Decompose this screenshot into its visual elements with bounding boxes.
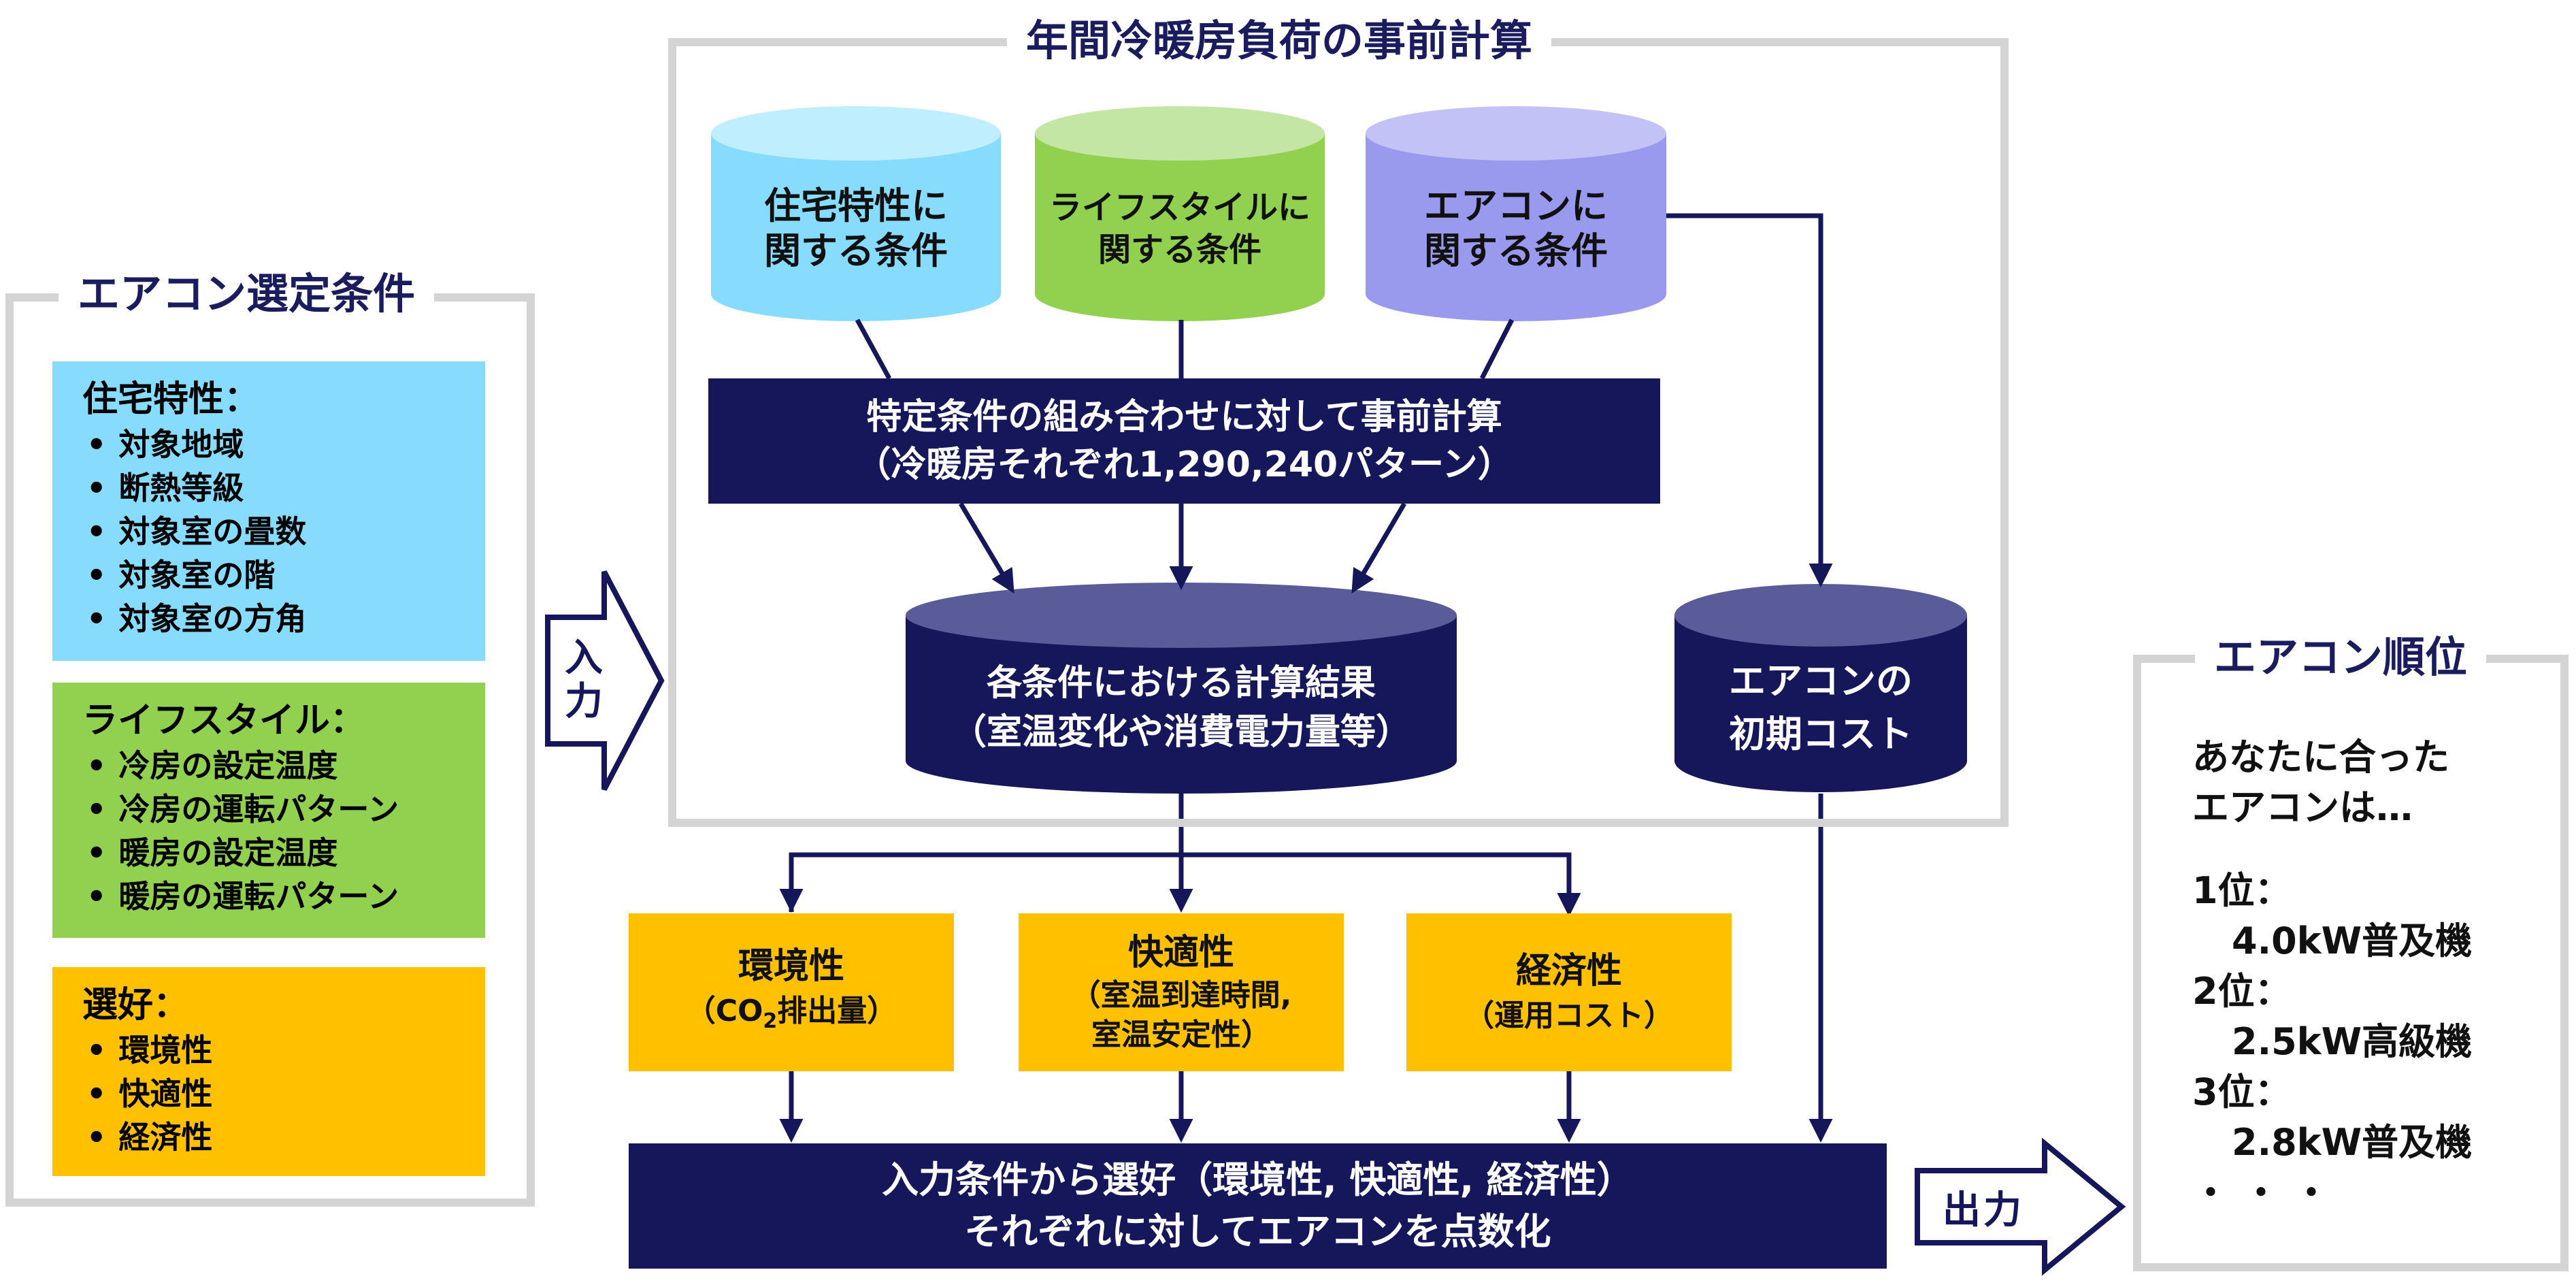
co2-label: （CO2排出量） <box>685 993 897 1033</box>
rank-3-label: 3位： <box>2192 1071 2292 1113</box>
aircon-conditions-label: エアコンに 関する条件 <box>1424 184 1608 272</box>
housing-items: 対象地域 断熱等級 対象室の畳数 対象室の階 対象室の方角 <box>82 423 485 640</box>
initial-cost-label: エアコンの 初期コスト <box>1729 659 1913 755</box>
economy-metric-box: 経済性 （運用コスト） <box>1406 913 1732 1071</box>
ranking-intro-2: エアコンは… <box>2192 786 2413 829</box>
ranking-ellipsis: ・・・ <box>2192 1171 2343 1214</box>
lifestyle-conditions-label: ライフスタイルに 関する条件 <box>1048 189 1310 269</box>
environment-metric-box: 環境性 （CO2排出量） <box>629 913 954 1071</box>
output-block-arrow <box>1915 1137 2126 1276</box>
list-item: 断熱等級 <box>82 466 485 510</box>
ranking-intro-1: あなたに合った <box>2192 736 2449 779</box>
preference-section: 選好： 環境性 快適性 経済性 <box>52 967 485 1176</box>
list-item: 冷房の設定温度 <box>82 744 485 787</box>
input-arrow-label: 入力 <box>558 637 603 724</box>
list-item: 経済性 <box>82 1115 485 1159</box>
rank-2-label: 2位： <box>2192 970 2292 1013</box>
rank-1-model: 4.0kW普及機 <box>2232 919 2473 962</box>
list-item: 快適性 <box>82 1072 485 1115</box>
rank-2-model: 2.5kW高級機 <box>2232 1020 2473 1063</box>
results-label: 各条件における計算結果 （室温変化や消費電力量等） <box>951 663 1411 753</box>
selection-conditions-title: エアコン選定条件 <box>59 267 435 321</box>
precalc-box: 特定条件の組み合わせに対して事前計算 （冷暖房それぞれ1,290,240パターン… <box>708 378 1660 504</box>
rank-1-label: 1位： <box>2192 869 2292 912</box>
ranking-title: エアコン順位 <box>2195 630 2487 685</box>
results-cylinder <box>906 583 1457 794</box>
list-item: 冷房の運転パターン <box>82 787 485 831</box>
rank-3-model: 2.8kW普及機 <box>2232 1121 2473 1164</box>
preference-section-title: 選好： <box>82 985 189 1026</box>
list-item: 対象室の方角 <box>82 597 485 640</box>
preference-items: 環境性 快適性 経済性 <box>82 1028 485 1159</box>
list-item: 対象地域 <box>82 423 485 466</box>
lifestyle-section: ライフスタイル： 冷房の設定温度 冷房の運転パターン 暖房の設定温度 暖房の運転… <box>52 683 485 938</box>
cost-cylinder <box>1674 584 1967 792</box>
list-item: 環境性 <box>82 1028 485 1072</box>
lifestyle-conditions-cylinder <box>1035 106 1325 321</box>
list-item: 暖房の運転パターン <box>82 875 485 918</box>
housing-section-title: 住宅特性： <box>82 379 260 420</box>
housing-conditions-label: 住宅特性に 関する条件 <box>764 184 948 272</box>
precalc-title: 年間冷暖房負荷の事前計算 <box>1007 14 1552 68</box>
list-item: 対象室の階 <box>82 553 485 597</box>
input-block-arrow <box>545 570 665 791</box>
lifestyle-section-title: ライフスタイル： <box>82 700 366 741</box>
aircon-conditions-cylinder <box>1366 106 1666 321</box>
housing-conditions-cylinder <box>711 106 1001 321</box>
lifestyle-items: 冷房の設定温度 冷房の運転パターン 暖房の設定温度 暖房の運転パターン <box>82 744 485 918</box>
output-arrow-label: 出力 <box>1943 1188 2024 1233</box>
list-item: 対象室の畳数 <box>82 510 485 553</box>
list-item: 暖房の設定温度 <box>82 831 485 875</box>
housing-section: 住宅特性： 対象地域 断熱等級 対象室の畳数 対象室の階 対象室の方角 <box>52 361 485 661</box>
ranking-content: あなたに合った エアコンは… 1位： 4.0kW普及機 2位： 2.5kW高級機… <box>2192 732 2560 1218</box>
comfort-metric-box: 快適性 （室温到達時間, 室温安定性） <box>1019 913 1344 1071</box>
scoring-box: 入力条件から選好（環境性, 快適性, 経済性） それぞれに対してエアコンを点数化 <box>629 1143 1887 1269</box>
